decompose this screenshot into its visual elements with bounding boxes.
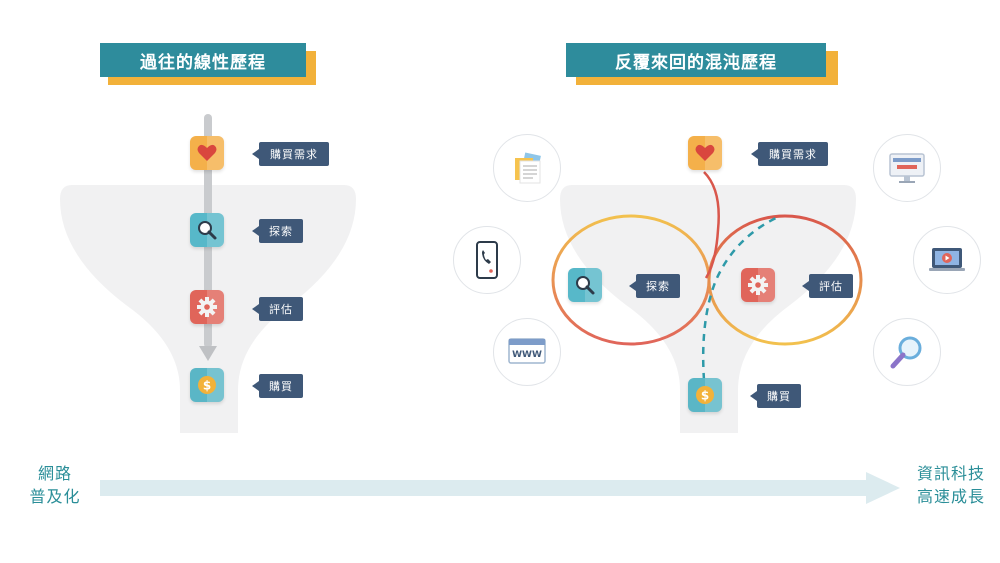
- magnifier-icon: [198, 221, 217, 240]
- timeline-start-label: 網路 普及化: [20, 462, 90, 508]
- right-panel-title-block: 反覆來回的混沌歷程: [566, 43, 838, 85]
- right-purchase-tile: $: [688, 378, 722, 412]
- left-explore-tag: 探索: [252, 219, 303, 243]
- left-demand-tag: 購買需求: [252, 142, 329, 166]
- right-demand-tile: [688, 136, 722, 170]
- www-browser-icon: WWW: [508, 338, 546, 364]
- touchpoint-search: [873, 318, 941, 386]
- touchpoint-desktop: [873, 134, 941, 202]
- gear-icon: [197, 297, 217, 317]
- timeline-end-label: 資訊科技 高速成長: [906, 462, 996, 508]
- desktop-monitor-icon: [889, 153, 925, 183]
- coin-icon: $: [198, 376, 216, 394]
- left-purchase-tag: 購買: [252, 374, 303, 398]
- video-laptop-icon: [929, 248, 965, 271]
- evaluate-loop: [707, 214, 863, 346]
- document-icon: [515, 152, 541, 184]
- search-magnifier-icon: [890, 336, 922, 369]
- phone-icon: [476, 241, 498, 279]
- touchpoint-video: [913, 226, 981, 294]
- right-purchase-tag: 購買: [750, 384, 801, 408]
- timeline-arrow: [100, 472, 900, 504]
- timeline-end-line1: 資訊科技: [916, 464, 985, 483]
- left-explore-tile: [190, 213, 224, 247]
- timeline-start-line2: 普及化: [29, 487, 81, 506]
- svg-text:$: $: [701, 389, 709, 403]
- right-panel-title: 反覆來回的混沌歷程: [566, 43, 826, 77]
- heart-icon: [695, 144, 715, 161]
- magnifier-icon: [576, 276, 595, 295]
- left-panel-title-block: 過往的線性歷程: [100, 43, 316, 85]
- svg-text:WWW: WWW: [512, 350, 542, 360]
- left-demand-tile: [190, 136, 224, 170]
- timeline-start-line1: 網路: [37, 464, 72, 483]
- gear-icon: [748, 275, 768, 295]
- touchpoint-document: [493, 134, 561, 202]
- touchpoint-phone: [453, 226, 521, 294]
- right-evaluate-tile: [741, 268, 775, 302]
- coin-icon: $: [696, 386, 714, 404]
- left-evaluate-tag: 評估: [252, 297, 303, 321]
- right-evaluate-tag: 評估: [802, 274, 853, 298]
- left-purchase-tile: $: [190, 368, 224, 402]
- demand-path: [703, 171, 720, 279]
- timeline-end-line2: 高速成長: [916, 487, 985, 506]
- purchase-dashed-path: [701, 216, 777, 381]
- left-evaluate-tile: [190, 290, 224, 324]
- left-panel-title: 過往的線性歷程: [100, 43, 306, 77]
- right-explore-tag: 探索: [629, 274, 680, 298]
- right-demand-tag: 購買需求: [751, 142, 828, 166]
- heart-icon: [197, 144, 217, 161]
- svg-text:$: $: [203, 379, 211, 393]
- right-explore-tile: [568, 268, 602, 302]
- touchpoint-www: WWW: [493, 318, 561, 386]
